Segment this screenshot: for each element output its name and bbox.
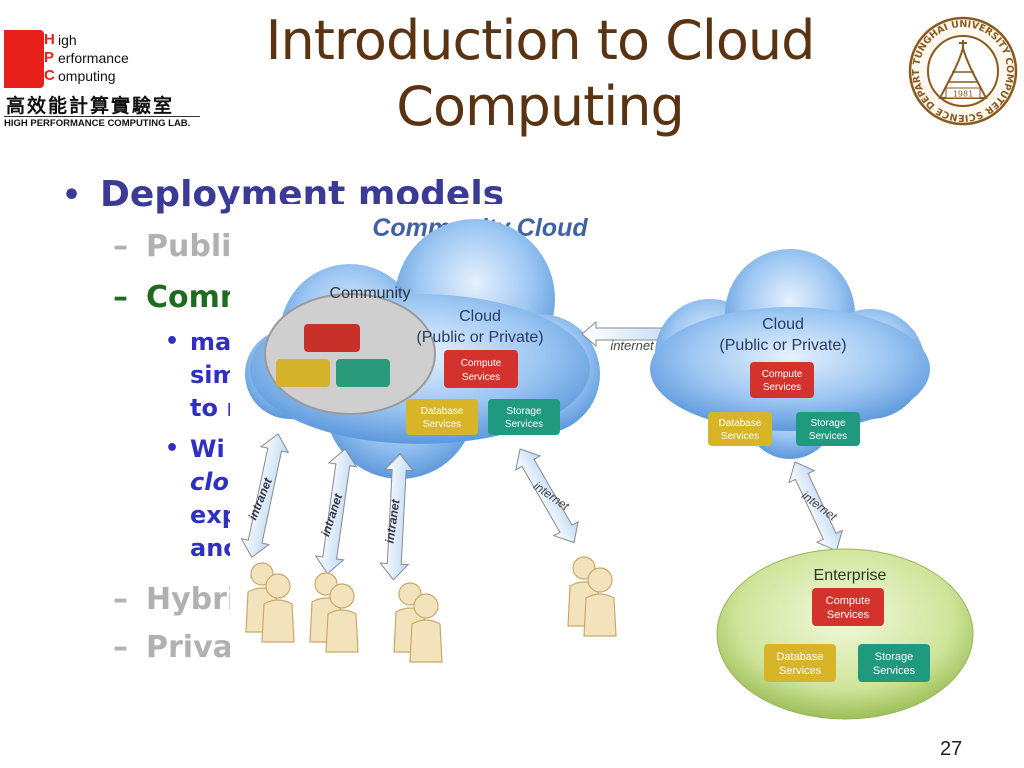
cloud-left-title: Cloud [459, 308, 501, 325]
slide-title-line2: Computing [396, 75, 685, 138]
right-compute-service: Compute Services [750, 362, 814, 398]
hpc-lab-logo: H P C igh erformance omputing 高效能計算實驗室 H… [4, 30, 200, 134]
internet-label-1: internet [610, 338, 655, 353]
svg-text:Services: Services [873, 665, 916, 677]
user-group-icon [567, 556, 617, 637]
sub-hybrid: Hybri [146, 582, 238, 617]
left-database-service: Database Services [406, 399, 478, 435]
cloud-right-title: Cloud [762, 316, 804, 333]
svg-text:Storage: Storage [810, 418, 845, 429]
seal-year: 1981 [953, 90, 973, 99]
svg-text:Storage: Storage [875, 651, 914, 663]
university-seal-icon: TUNGHAI UNIVERSITY COMPUTER SCIENCE DEPA… [908, 16, 1018, 126]
bullet-dot-main: • [62, 178, 82, 213]
svg-text:Services: Services [423, 419, 461, 430]
logo-letter-p: P [44, 49, 55, 66]
enterprise-label: Enterprise [814, 567, 887, 584]
sub-public: Publi [146, 229, 232, 264]
l3-block-b: Wi clo exp anc [190, 433, 239, 565]
community-block-yellow [276, 359, 330, 387]
page-number: 27 [940, 738, 963, 760]
community-label: Community [330, 285, 411, 302]
svg-text:Database: Database [776, 651, 823, 663]
svg-text:Services: Services [462, 372, 500, 383]
logo-letter-h: H [44, 31, 55, 48]
slide-title-line1: Introduction to Cloud [265, 9, 816, 72]
svg-text:Services: Services [505, 419, 543, 430]
dash-community: – [113, 280, 128, 315]
enterprise-database-service: Database Services [764, 644, 836, 682]
dash-public: – [113, 229, 128, 264]
community-oval [264, 293, 436, 415]
logo-letter-c: C [44, 67, 55, 84]
svg-text:Compute: Compute [461, 358, 502, 369]
logo-divider [4, 116, 200, 117]
l3-dot-b: • [165, 436, 180, 461]
slide-title: Introduction to Cloud Computing [210, 8, 870, 140]
left-compute-service: Compute Services [444, 350, 518, 388]
svg-text:Services: Services [721, 431, 759, 442]
svg-text:Services: Services [827, 609, 870, 621]
user-group-icon [309, 572, 359, 653]
left-storage-service: Storage Services [488, 399, 560, 435]
intranet-label-3: intranet [382, 498, 402, 545]
logo-word-omputing: omputing [58, 68, 116, 84]
cloud-right-sub: (Public or Private) [719, 337, 846, 354]
community-block-green [336, 359, 390, 387]
svg-text:Compute: Compute [826, 595, 871, 607]
svg-text:Database: Database [421, 406, 464, 417]
l3a-line1: ma [190, 328, 232, 356]
svg-text:Storage: Storage [506, 406, 541, 417]
intranet-arrow-3: intranet [379, 453, 415, 581]
user-group-icon [393, 582, 443, 663]
dash-private: – [113, 630, 128, 665]
l3-dot-a: • [165, 329, 180, 354]
l3b-line4: anc [190, 534, 238, 562]
svg-text:Services: Services [763, 382, 801, 393]
cloud-left-sub: (Public or Private) [416, 329, 543, 346]
community-cloud-diagram: Community Cloud Community Cloud (Public … [230, 204, 1012, 742]
dash-hybrid: – [113, 582, 128, 617]
logo-lab-name: HIGH PERFORMANCE COMPUTING LAB. [4, 118, 191, 129]
logo-chinese-name: 高效能計算實驗室 [6, 95, 175, 117]
logo-word-igh: igh [58, 32, 77, 48]
hpc-logo-block [4, 30, 44, 88]
user-group-icon [245, 562, 295, 643]
svg-text:Services: Services [779, 665, 822, 677]
l3b-line1: Wi [190, 435, 225, 463]
svg-text:Services: Services [809, 431, 847, 442]
logo-word-erformance: erformance [58, 50, 129, 66]
l3b-line2: clo [190, 468, 229, 496]
l3a-line2: sim [190, 361, 238, 389]
community-block-red [304, 324, 360, 352]
enterprise-compute-service: Compute Services [812, 588, 884, 626]
sub-private: Priva [146, 630, 233, 665]
svg-text:Compute: Compute [762, 369, 803, 380]
right-storage-service: Storage Services [796, 412, 860, 446]
svg-text:Database: Database [719, 418, 762, 429]
enterprise-storage-service: Storage Services [858, 644, 930, 682]
right-database-service: Database Services [708, 412, 772, 446]
